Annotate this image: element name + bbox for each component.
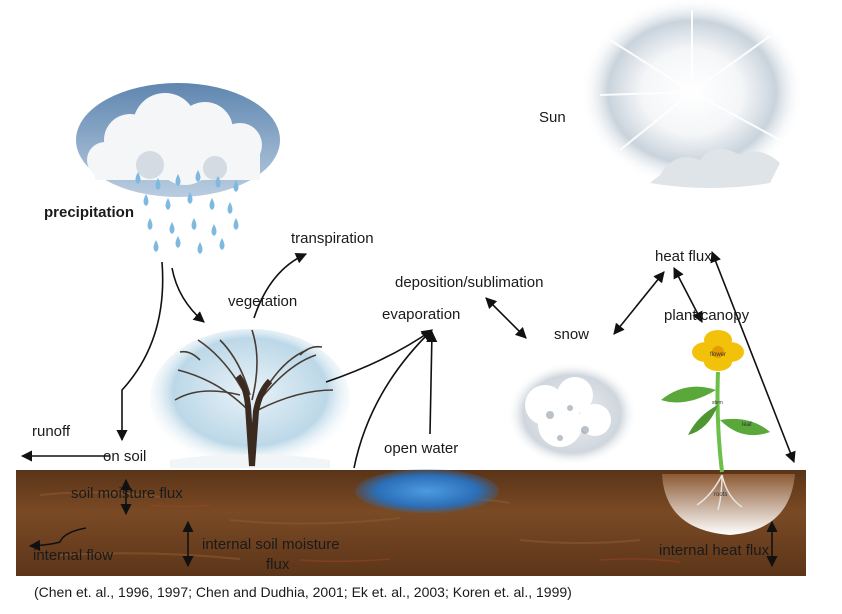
raindrop [227,202,233,214]
runoff-label: runoff [32,423,71,440]
arrow-internal-flow [28,527,87,552]
plant-canopy-label: plant canopy [664,307,750,324]
raindrop [209,198,215,210]
arrow-ground-heat [710,250,796,464]
arrow-soil-evaporation [426,330,438,435]
snow-label: snow [554,326,590,343]
arrow-precip-to-veg [171,267,205,323]
arrow-snow-heat [613,271,665,335]
raindrops [135,170,239,254]
sun-label: Sun [539,109,566,126]
heat-flux-label: heat flux [655,248,712,265]
raindrop [165,198,171,210]
arrow-canopy-heat [673,267,703,323]
vegetation-label: vegetation [228,293,298,310]
raindrop [233,180,239,192]
raindrop [169,222,175,234]
raindrop [219,238,225,250]
raindrop [175,174,181,186]
arrow-deposition [485,297,527,339]
citation-text: (Chen et. al., 1996, 1997; Chen and Dudh… [34,584,572,600]
raindrop [195,170,201,182]
stem-label: stem [712,400,723,406]
flower-label: flower [710,352,726,358]
flux-arrows [20,250,796,568]
snow-image [507,362,637,466]
open-water-label: open water [384,440,459,457]
tree-image [150,329,350,469]
internal-soil-moisture-flux-label: flux [266,556,290,573]
root-hole [662,474,795,535]
roots-label: roots [714,492,727,498]
evaporation-label: evaporation [382,306,461,323]
raindrop [215,176,221,188]
open-water-pond [355,469,499,513]
leaf-label: leaf [742,422,752,428]
internal-soil-moisture-label: internal soil moisture [202,536,340,553]
arrow-water-evaporation [353,329,433,469]
internal-heat-flux-label: internal heat flux [659,542,770,559]
raindrop [135,172,141,184]
rain-cloud-image [76,83,280,197]
raindrop [155,178,161,190]
deposition-sublimation-label: deposition/sublimation [395,274,544,291]
arrow-precip-to-soil [116,261,164,442]
arrow-transpiration [253,252,308,319]
raindrop [175,236,181,248]
raindrop [233,218,239,230]
raindrop [187,192,193,204]
raindrop [153,240,159,252]
transpiration-label: transpiration [291,230,374,247]
precipitation-label: precipitation [44,204,135,221]
raindrop [147,218,153,230]
raindrop [191,218,197,230]
raindrop [197,242,203,254]
raindrop [211,224,217,236]
sun-image [580,0,804,188]
on-soil-label: on soil [103,448,147,465]
internal-flow-label: internal flow [33,547,114,564]
soil-moisture-flux-label: soil moisture flux [71,485,183,502]
raindrop [143,194,149,206]
